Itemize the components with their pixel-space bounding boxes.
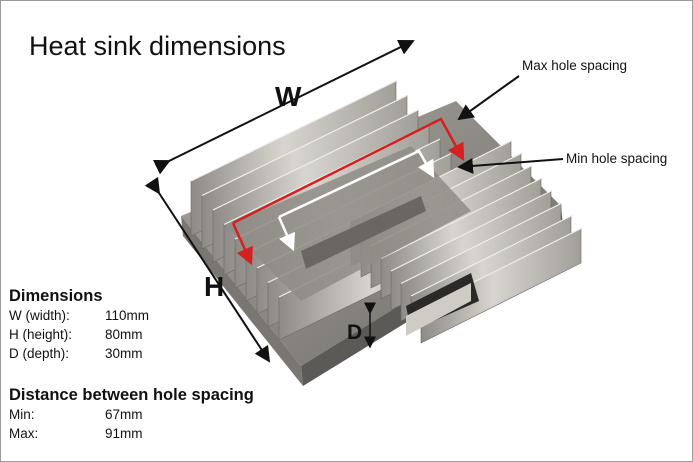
heat-sink-fin-edge: [400, 202, 562, 285]
min-spacing-callout: Min hole spacing: [566, 151, 668, 166]
hole-spacing-heading: Distance between hole spacing: [9, 386, 254, 404]
max-spacing-line: [232, 117, 465, 225]
max-callout-pointer: [457, 75, 520, 121]
dimension-value: 80mm: [105, 327, 143, 342]
spacing-label: Max:: [9, 426, 39, 441]
mounting-tab-face: [406, 283, 471, 336]
hole-spacing-panel: Distance between hole spacing Min: 67mm …: [9, 386, 254, 444]
dimension-label: W (width):: [9, 308, 70, 323]
width-arrow: [152, 39, 415, 175]
hole-spacing-table: Min: 67mm Max: 91mm: [9, 406, 143, 444]
dimension-value: 30mm: [105, 346, 143, 361]
dimension-label: D (depth):: [9, 346, 70, 361]
center-rib: [301, 196, 426, 269]
dimensions-table: W (width): 110mm H (height): 80mm D (dep…: [9, 307, 149, 364]
dimensions-heading: Dimensions: [9, 287, 103, 305]
heat-sink-fin-edge: [410, 215, 572, 297]
table-row: D (depth): 30mm: [9, 345, 149, 364]
heat-sink-fin-edge: [390, 190, 552, 272]
height-arrow: [144, 176, 271, 363]
min-callout-pointer: [457, 157, 564, 174]
spacing-label: Min:: [9, 407, 35, 422]
table-row: Max: 91mm: [9, 425, 143, 444]
table-row: H (height): 80mm: [9, 326, 149, 345]
dimension-label: H (height):: [9, 327, 73, 342]
height-label: H: [204, 271, 225, 302]
min-spacing-line: [278, 149, 435, 219]
max-spacing-callout: Max hole spacing: [522, 58, 628, 73]
table-row: Min: 67mm: [9, 406, 143, 425]
table-row: W (width): 110mm: [9, 307, 149, 326]
spacing-value: 67mm: [105, 407, 143, 422]
depth-label: D: [347, 321, 363, 344]
center-channel: [226, 146, 471, 301]
spacing-value: 91mm: [105, 426, 143, 441]
dimension-value: 110mm: [105, 308, 150, 323]
page-title: Heat sink dimensions: [29, 31, 286, 61]
width-label: W: [275, 81, 302, 112]
heat-sink-fin-edge: [380, 177, 542, 260]
min-spacing-drop: [277, 216, 296, 252]
dimensions-panel: Dimensions W (width): 110mm H (height): …: [9, 287, 149, 364]
